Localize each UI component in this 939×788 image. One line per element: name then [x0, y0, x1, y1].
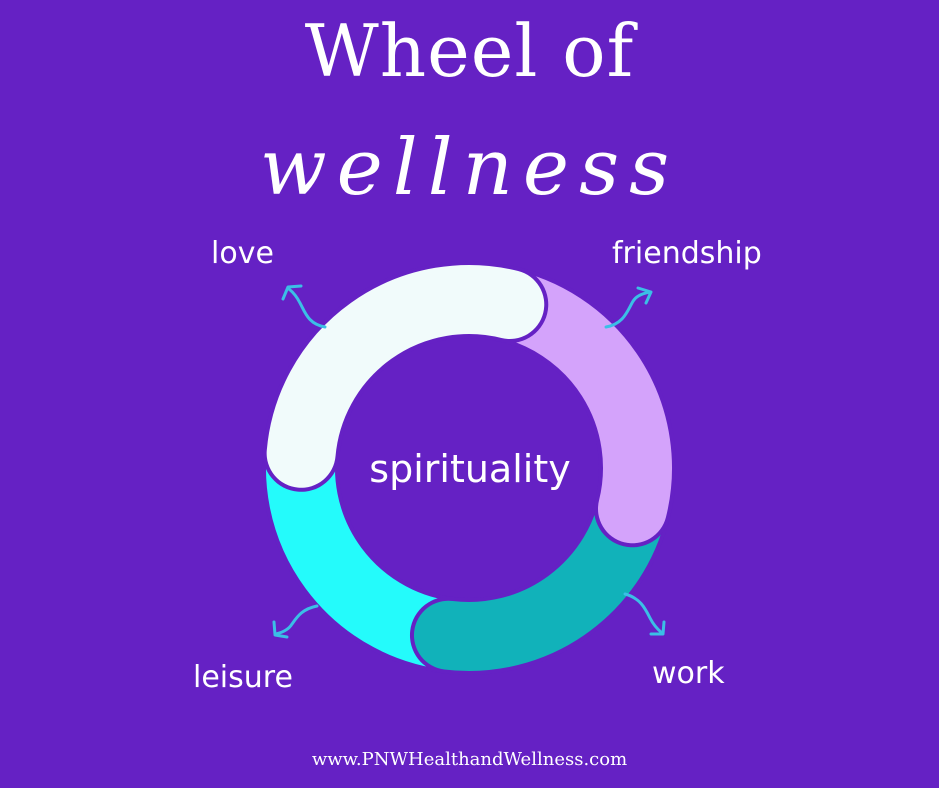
leisure-arrow-icon — [272, 604, 319, 639]
title-line-1: Wheel of — [304, 9, 635, 93]
title-line-2: wellness — [259, 123, 680, 213]
segment-label-friendship: friendship — [612, 236, 762, 271]
segment-label-work: work — [652, 656, 725, 691]
work-arrow-icon — [623, 592, 666, 636]
footer-url: www.PNWHealthandWellness.com — [311, 749, 628, 770]
segment-label-leisure: leisure — [193, 660, 293, 695]
love-arrow-icon — [281, 284, 327, 329]
wheel-segment-love — [266, 265, 545, 488]
center-label: spirituality — [369, 447, 571, 491]
segment-label-love: love — [211, 236, 274, 271]
friendship-arrow-icon — [604, 286, 653, 329]
